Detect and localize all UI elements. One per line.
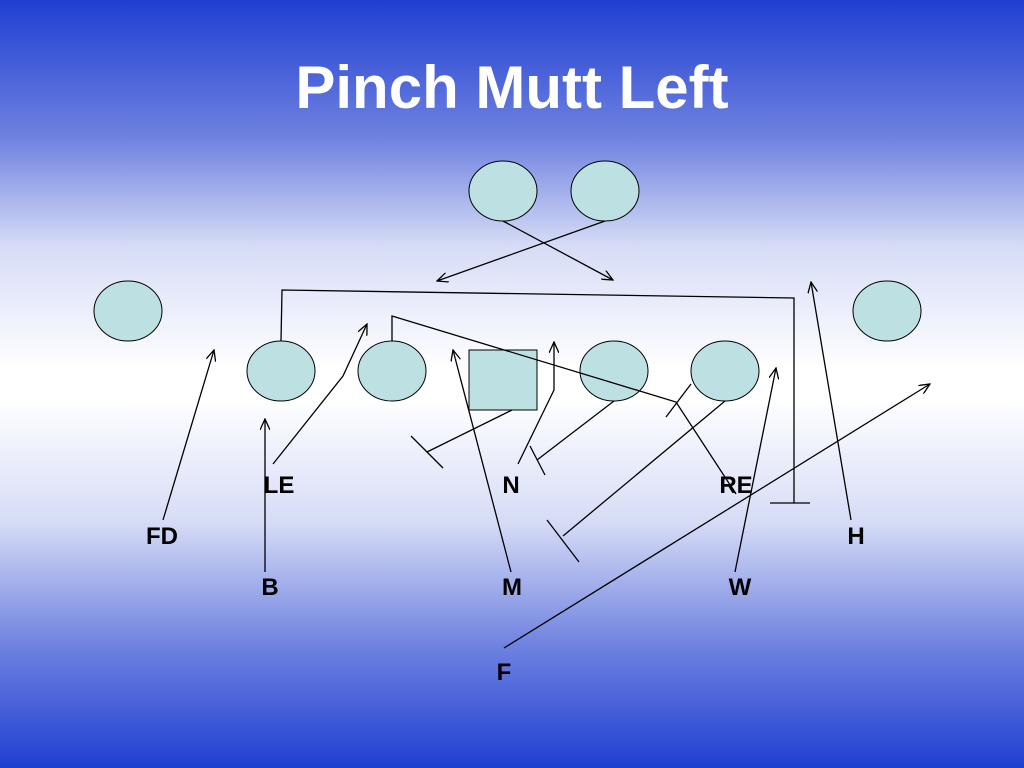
offense-wide-right [852, 280, 922, 342]
te-pull-block [280, 289, 795, 503]
backfield-cross-route-2 [437, 220, 606, 281]
label-fd: FD [146, 523, 178, 550]
offense-left-tackle [357, 340, 427, 402]
rt-block-short [665, 383, 692, 418]
rg-block-end [529, 445, 546, 476]
offense-back-left [468, 160, 538, 222]
offense-center [468, 349, 538, 411]
offense-back-right [570, 160, 640, 222]
backfield-cross-route-1 [502, 220, 613, 280]
n-route [517, 342, 554, 465]
rg-block [536, 400, 615, 461]
label-le: LE [264, 472, 295, 499]
fd-route [162, 350, 214, 521]
label-f: F [497, 659, 512, 686]
label-h: H [847, 523, 864, 550]
center-block [426, 409, 513, 453]
offense-tight-end [246, 340, 316, 402]
w-route [734, 368, 776, 573]
rt-block-long [562, 400, 726, 537]
center-block-end [410, 435, 444, 469]
le-route [272, 324, 367, 465]
lt-block-route [391, 315, 737, 495]
rt-block-long-end [546, 519, 580, 563]
label-b: B [261, 574, 278, 601]
f-route [503, 384, 930, 649]
label-re: RE [719, 472, 752, 499]
label-m: M [502, 574, 522, 601]
slide-title: Pinch Mutt Left [295, 54, 729, 121]
label-w: W [729, 574, 752, 601]
label-n: N [502, 472, 519, 499]
offense-wide-left [93, 280, 163, 342]
offense-right-tackle [690, 340, 760, 402]
offense-right-guard [579, 340, 649, 402]
m-route [453, 350, 512, 573]
h-route [811, 282, 852, 521]
